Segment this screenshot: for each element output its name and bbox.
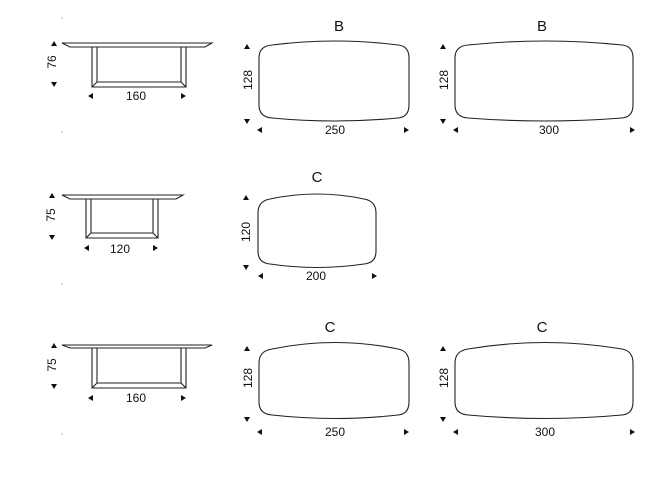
arrow-down-icon [244,119,250,124]
depth-label: 120 [239,222,253,242]
length-label: 250 [325,425,345,439]
length-label: 200 [306,269,326,283]
top-view-c-300: C 128 300 [437,319,635,439]
height-label: 75 [44,208,58,222]
width-label: 160 [126,89,146,103]
depth-label: 128 [437,368,451,388]
shape-label: B [334,18,344,35]
row-2: 75 120 C 120 200 [44,169,377,283]
registration-dot [61,283,63,285]
tabletop-side [61,42,215,48]
arrow-down-icon [244,417,250,422]
length-label: 250 [325,123,345,137]
arrow-down-icon [440,417,446,422]
arrow-up-icon [244,346,250,351]
table-base [91,348,187,389]
row-3: 75 160 C 128 250 C 128 300 [45,319,635,439]
arrow-down-icon [51,384,57,389]
tabletop-outline [258,40,410,122]
arrow-right-icon [404,429,409,435]
registration-dot [61,17,63,19]
row-1: 76 160 B 128 250 B 128 300 [45,18,635,137]
shape-label: B [537,18,547,35]
tabletop-outline [258,341,410,420]
arrow-right-icon [181,93,186,99]
height-label: 75 [45,358,59,372]
arrow-right-icon [372,273,377,279]
arrow-left-icon [257,127,262,133]
arrow-left-icon [453,127,458,133]
arrow-up-icon [244,44,250,49]
width-label: 120 [110,242,130,256]
depth-label: 128 [241,70,255,90]
arrow-down-icon [440,119,446,124]
registration-dot [61,131,63,133]
shape-label: C [325,319,336,336]
shape-label: C [537,319,548,336]
arrow-up-icon [51,41,57,46]
arrow-down-icon [51,82,57,87]
arrow-right-icon [404,127,409,133]
tabletop-outline [454,40,634,122]
arrow-right-icon [181,395,186,401]
arrow-left-icon [257,429,262,435]
top-view-b-250: B 128 250 [241,18,410,137]
tabletop-side [61,344,213,349]
arrow-right-icon [153,245,158,251]
tabletop-side [61,194,186,200]
arrow-down-icon [49,235,55,240]
side-view-3: 75 160 [45,343,213,405]
registration-dot [61,433,63,435]
arrow-left-icon [258,273,263,279]
top-view-c-250: C 128 250 [241,319,410,439]
length-label: 300 [539,123,559,137]
tabletop-outline [454,341,634,420]
arrow-up-icon [243,195,249,200]
tabletop-outline [257,193,377,269]
height-label: 76 [45,55,59,69]
arrow-right-icon [630,127,635,133]
arrow-right-icon [630,429,635,435]
depth-label: 128 [437,70,451,90]
arrow-left-icon [453,429,458,435]
side-view-1: 76 160 [45,41,215,103]
arrow-left-icon [88,93,93,99]
shape-label: C [312,169,323,186]
length-label: 300 [535,425,555,439]
arrow-left-icon [88,395,93,401]
top-view-b-300: B 128 300 [437,18,635,137]
table-base [91,47,187,88]
arrow-up-icon [49,193,55,198]
arrow-down-icon [243,265,249,270]
width-label: 160 [126,391,146,405]
arrow-up-icon [440,346,446,351]
arrow-left-icon [84,245,89,251]
arrow-up-icon [440,44,446,49]
top-view-c-200: C 120 200 [239,169,377,283]
depth-label: 128 [241,368,255,388]
table-base [85,199,159,239]
side-view-2: 75 120 [44,193,186,256]
arrow-up-icon [51,343,57,348]
